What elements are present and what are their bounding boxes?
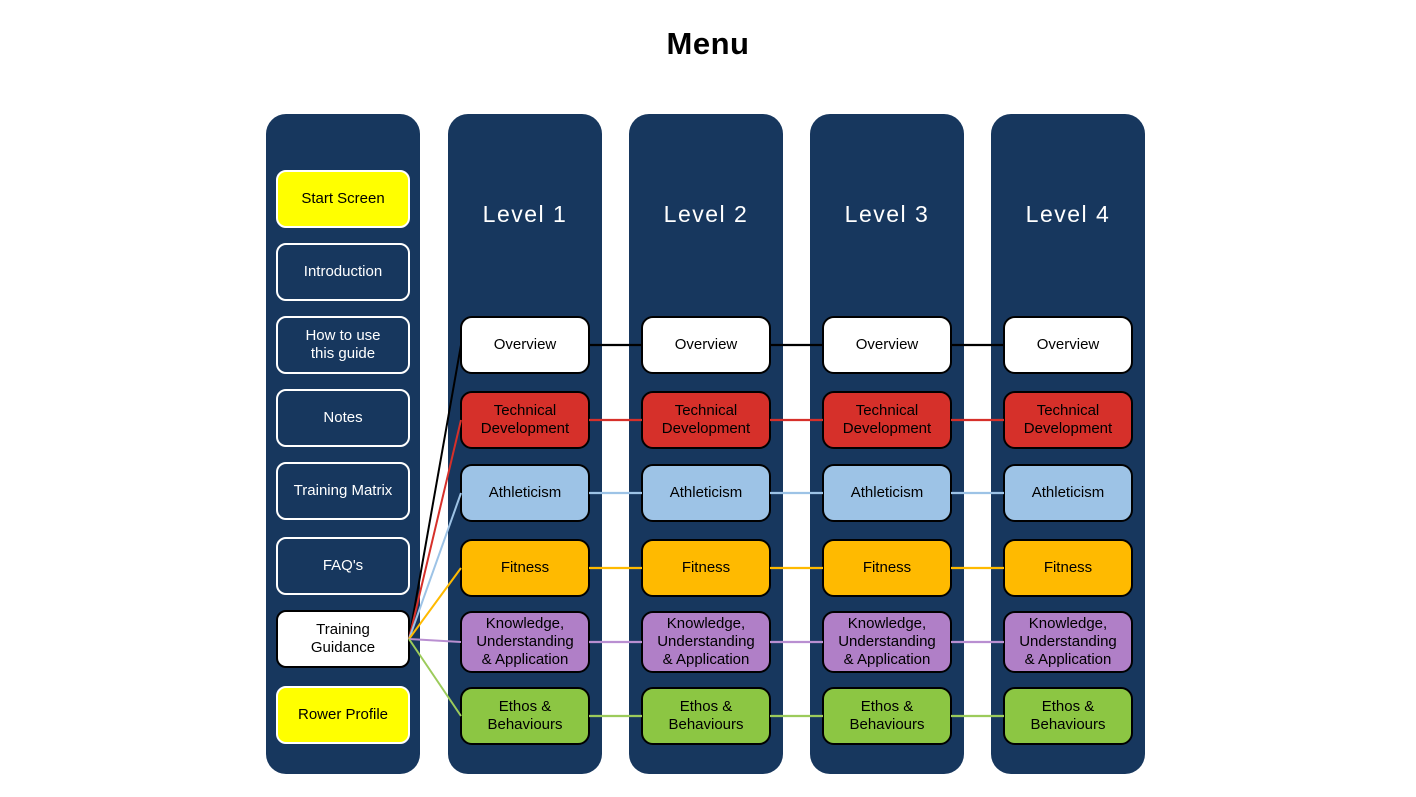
level-3-technical-development-button[interactable]: Technical Development [822, 391, 952, 449]
level-1-knowledge-button[interactable]: Knowledge, Understanding & Application [460, 611, 590, 673]
level-header-label: Level 3 [844, 200, 930, 227]
sidebar-item-label: How to use this guide [305, 326, 381, 362]
level-4-fitness-button[interactable]: Fitness [1003, 539, 1133, 597]
sidebar-item-introduction[interactable]: Introduction [276, 243, 410, 301]
topic-button-label: Overview [1036, 335, 1100, 353]
topic-button-label: Ethos & Behaviours [668, 697, 744, 733]
topic-button-label: Ethos & Behaviours [1030, 697, 1106, 733]
topic-button-label: Technical Development [480, 401, 570, 437]
topic-button-label: Athleticism [488, 483, 562, 501]
sidebar-item-label: Start Screen [301, 189, 385, 207]
sidebar-item-label: Notes [323, 408, 363, 426]
topic-button-label: Ethos & Behaviours [487, 697, 563, 733]
level-4-header: Level 4 [991, 184, 1145, 244]
sidebar-item-training-matrix[interactable]: Training Matrix [276, 462, 410, 520]
level-4-athleticism-button[interactable]: Athleticism [1003, 464, 1133, 522]
level-2-ethos-button[interactable]: Ethos & Behaviours [641, 687, 771, 745]
sidebar-item-notes[interactable]: Notes [276, 389, 410, 447]
sidebar-item-label: Introduction [303, 262, 383, 280]
topic-button-label: Athleticism [1031, 483, 1105, 501]
topic-button-label: Technical Development [661, 401, 751, 437]
topic-button-label: Knowledge, Understanding & Application [838, 614, 936, 669]
level-header-label: Level 1 [482, 200, 568, 227]
level-3-athleticism-button[interactable]: Athleticism [822, 464, 952, 522]
topic-button-label: Technical Development [842, 401, 932, 437]
level-1-fitness-button[interactable]: Fitness [460, 539, 590, 597]
topic-button-label: Athleticism [850, 483, 924, 501]
level-3-fitness-button[interactable]: Fitness [822, 539, 952, 597]
page-title: Menu [666, 26, 750, 61]
topic-button-label: Fitness [500, 558, 550, 576]
level-4-technical-development-button[interactable]: Technical Development [1003, 391, 1133, 449]
sidebar-item-faqs[interactable]: FAQ's [276, 537, 410, 595]
topic-button-label: Technical Development [1023, 401, 1113, 437]
topic-button-label: Ethos & Behaviours [849, 697, 925, 733]
level-4-ethos-button[interactable]: Ethos & Behaviours [1003, 687, 1133, 745]
level-2-athleticism-button[interactable]: Athleticism [641, 464, 771, 522]
sidebar-item-how-to-use[interactable]: How to use this guide [276, 316, 410, 374]
level-1-athleticism-button[interactable]: Athleticism [460, 464, 590, 522]
level-3-knowledge-button[interactable]: Knowledge, Understanding & Application [822, 611, 952, 673]
topic-button-label: Fitness [1043, 558, 1093, 576]
level-1-overview-button[interactable]: Overview [460, 316, 590, 374]
level-2-knowledge-button[interactable]: Knowledge, Understanding & Application [641, 611, 771, 673]
sidebar-item-label: Training Guidance [310, 620, 376, 656]
sidebar-item-label: FAQ's [322, 556, 364, 574]
level-3-overview-button[interactable]: Overview [822, 316, 952, 374]
level-1-header: Level 1 [448, 184, 602, 244]
sidebar-item-training-guidance[interactable]: Training Guidance [276, 610, 410, 668]
level-3-header: Level 3 [810, 184, 964, 244]
level-2-fitness-button[interactable]: Fitness [641, 539, 771, 597]
topic-button-label: Athleticism [669, 483, 743, 501]
level-header-label: Level 2 [663, 200, 749, 227]
level-4-knowledge-button[interactable]: Knowledge, Understanding & Application [1003, 611, 1133, 673]
level-2-header: Level 2 [629, 184, 783, 244]
level-1-ethos-button[interactable]: Ethos & Behaviours [460, 687, 590, 745]
level-header-label: Level 4 [1025, 200, 1111, 227]
level-4-overview-button[interactable]: Overview [1003, 316, 1133, 374]
level-2-technical-development-button[interactable]: Technical Development [641, 391, 771, 449]
sidebar-item-start-screen[interactable]: Start Screen [276, 170, 410, 228]
topic-button-label: Knowledge, Understanding & Application [1019, 614, 1117, 669]
sidebar-item-label: Training Matrix [293, 481, 393, 499]
sidebar-item-rower-profile[interactable]: Rower Profile [276, 686, 410, 744]
topic-button-label: Fitness [862, 558, 912, 576]
level-1-technical-development-button[interactable]: Technical Development [460, 391, 590, 449]
topic-button-label: Knowledge, Understanding & Application [476, 614, 574, 669]
sidebar-item-label: Rower Profile [297, 705, 389, 723]
topic-button-label: Fitness [681, 558, 731, 576]
level-3-ethos-button[interactable]: Ethos & Behaviours [822, 687, 952, 745]
topic-button-label: Overview [674, 335, 738, 353]
level-2-overview-button[interactable]: Overview [641, 316, 771, 374]
topic-button-label: Overview [493, 335, 557, 353]
topic-button-label: Overview [855, 335, 919, 353]
topic-button-label: Knowledge, Understanding & Application [657, 614, 755, 669]
